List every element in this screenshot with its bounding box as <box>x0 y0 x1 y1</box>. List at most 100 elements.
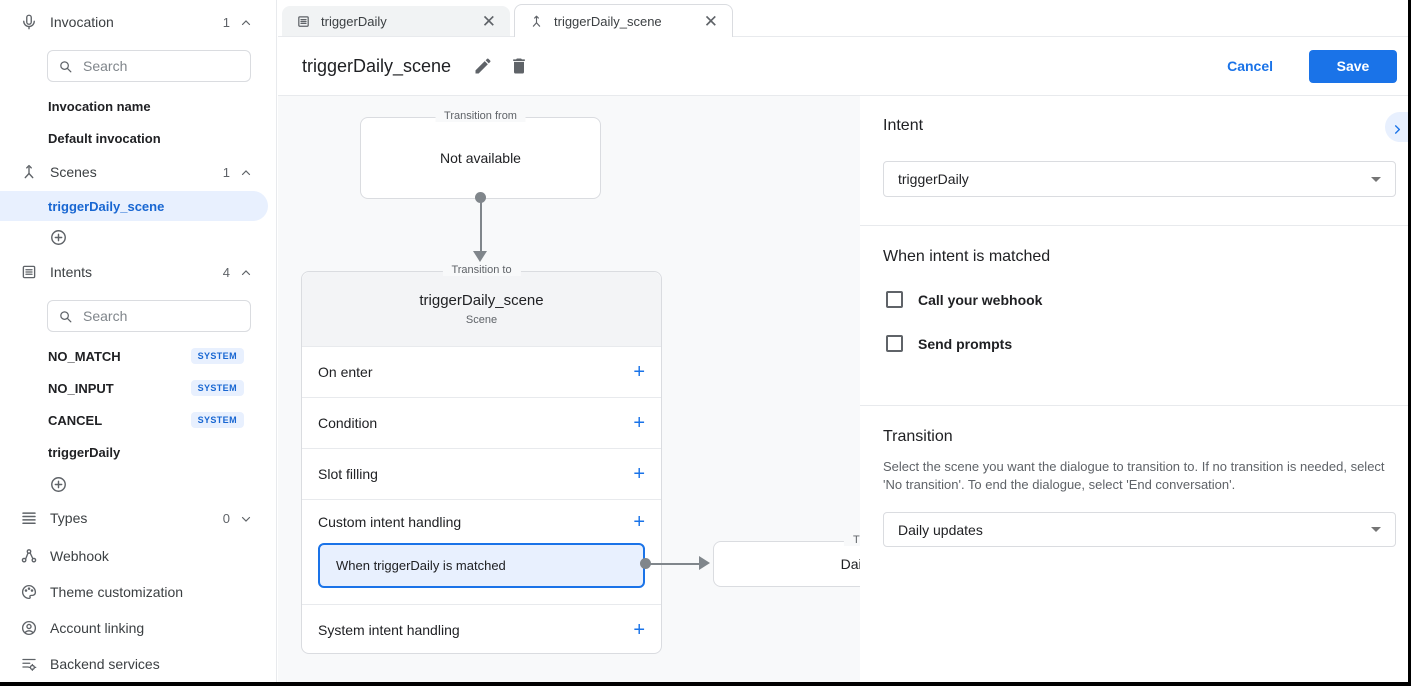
intent-label: CANCEL <box>48 412 103 428</box>
search-input[interactable] <box>83 308 233 324</box>
close-icon[interactable]: ✕ <box>703 11 718 31</box>
sidebar-item-theme-customization[interactable]: Theme customization <box>0 574 276 610</box>
link-label: Account linking <box>50 620 145 636</box>
cancel-button[interactable]: Cancel <box>1227 58 1273 74</box>
link-label: Backend services <box>50 656 160 672</box>
plus-circle-icon <box>49 228 68 247</box>
sidebar-item-intent[interactable]: NO_INPUT SYSTEM <box>0 372 276 404</box>
search-icon <box>58 59 73 74</box>
scene-row-condition: Condition + <box>302 397 661 448</box>
sidebar-section-scenes[interactable]: Scenes 1 <box>0 156 276 188</box>
link-label: Webhook <box>50 548 109 564</box>
section-count: 1 <box>222 164 230 180</box>
screen-edge <box>1408 0 1411 686</box>
invocation-search[interactable] <box>47 50 251 82</box>
types-icon <box>20 509 38 527</box>
plus-circle-icon <box>49 475 68 494</box>
add-scene-button[interactable] <box>0 221 276 253</box>
sidebar-item-invocation-name[interactable]: Invocation name <box>48 98 151 114</box>
intent-label: triggerDaily <box>48 444 121 460</box>
transition-description: Select the scene you want the dialogue t… <box>883 459 1385 492</box>
scene-row-system-intent-handling: System intent handling + <box>302 604 661 655</box>
add-slot-filling-button[interactable]: + <box>633 463 645 485</box>
sidebar-item-webhook[interactable]: Webhook <box>0 538 276 574</box>
divider <box>860 225 1411 226</box>
add-system-intent-button[interactable]: + <box>633 619 645 641</box>
sidebar-item-backend-services[interactable]: Backend services <box>0 646 276 682</box>
chevron-right-icon <box>1392 122 1403 134</box>
scene-row-on-enter: On enter + <box>302 346 661 397</box>
section-count: 1 <box>222 14 230 30</box>
call-webhook-checkbox[interactable] <box>886 291 903 308</box>
connector-dot <box>475 192 486 203</box>
transition-to-legend: Transition to <box>843 534 860 546</box>
scene-icon <box>529 14 544 29</box>
sidebar-item-account-linking[interactable]: Account linking <box>0 610 276 646</box>
chevron-up-icon[interactable] <box>240 16 252 28</box>
section-count: 4 <box>222 264 230 280</box>
scene-flow-canvas[interactable]: Transition from Not available Transition… <box>278 96 860 682</box>
add-custom-intent-button[interactable]: + <box>633 510 645 533</box>
transition-select-value: Daily updates <box>898 521 983 538</box>
link-label: Theme customization <box>50 584 184 600</box>
sidebar-section-invocation[interactable]: Invocation 1 <box>0 6 276 38</box>
intent-detail-panel: Intent triggerDaily When intent is match… <box>860 96 1411 682</box>
send-prompts-checkbox[interactable] <box>886 335 903 352</box>
tab-triggerdaily[interactable]: triggerDaily ✕ <box>282 6 510 36</box>
delete-icon[interactable] <box>509 56 529 76</box>
connector-arrowhead <box>473 251 487 262</box>
add-intent-button[interactable] <box>0 468 276 500</box>
scene-card-title: triggerDaily_scene <box>419 292 544 309</box>
intents-icon <box>20 263 38 281</box>
system-badge: SYSTEM <box>190 348 244 364</box>
sidebar-section-types[interactable]: Types 0 <box>0 502 276 534</box>
tab-label: triggerDaily_scene <box>554 13 662 29</box>
intent-icon <box>296 14 311 29</box>
section-label: Types <box>50 510 88 526</box>
intent-select[interactable]: triggerDaily <box>883 161 1396 197</box>
transition-from-content: Not available <box>440 150 521 166</box>
webhook-icon <box>20 547 38 565</box>
intent-select-value: triggerDaily <box>898 171 969 187</box>
matched-intent-item-selected[interactable]: When triggerDaily is matched <box>318 543 645 588</box>
save-button[interactable]: Save <box>1309 49 1397 83</box>
tab-label: triggerDaily <box>321 13 387 29</box>
system-badge: SYSTEM <box>190 412 244 428</box>
sidebar-item-intent[interactable]: NO_MATCH SYSTEM <box>0 340 276 372</box>
edit-icon[interactable] <box>473 56 493 76</box>
transition-select[interactable]: Daily updates <box>883 512 1396 547</box>
collapse-panel-button[interactable] <box>1385 112 1411 142</box>
chevron-down-icon[interactable] <box>240 512 252 524</box>
scene-card: Transition to triggerDaily_scene Scene O… <box>301 264 662 655</box>
section-count: 0 <box>222 510 230 526</box>
chevron-up-icon[interactable] <box>240 166 252 178</box>
palette-icon <box>20 583 38 601</box>
section-label: Intents <box>50 264 93 280</box>
sidebar-item-intent[interactable]: CANCEL SYSTEM <box>0 404 276 436</box>
section-label: Scenes <box>50 164 97 180</box>
when-intent-matched-heading: When intent is matched <box>883 248 1051 265</box>
search-icon <box>58 309 73 324</box>
sidebar-item-intent[interactable]: triggerDaily <box>0 436 276 468</box>
dropdown-caret-icon <box>1371 527 1381 532</box>
add-condition-button[interactable]: + <box>633 412 645 434</box>
sidebar-item-triggerdaily-scene-selected[interactable]: triggerDaily_scene <box>0 191 268 221</box>
section-label: Invocation <box>50 14 114 30</box>
search-input[interactable] <box>83 58 233 74</box>
connector-dot <box>640 558 651 569</box>
close-icon[interactable]: ✕ <box>481 11 496 31</box>
intent-label: NO_MATCH <box>48 348 121 364</box>
connector-arrowhead <box>699 556 710 570</box>
sidebar-item-default-invocation[interactable]: Default invocation <box>48 130 161 146</box>
chevron-up-icon[interactable] <box>240 266 252 278</box>
tab-strip: triggerDaily ✕ triggerDaily_scene ✕ <box>278 0 1411 37</box>
page-title: triggerDaily_scene <box>302 55 452 76</box>
intents-search[interactable] <box>47 300 251 332</box>
transition-target-box: Transition to Daily updates <box>713 534 860 587</box>
tab-triggerdaily-scene[interactable]: triggerDaily_scene ✕ <box>514 4 733 37</box>
scene-row-slot-filling: Slot filling + <box>302 448 661 499</box>
add-on-enter-button[interactable]: + <box>633 361 645 383</box>
sidebar-section-intents[interactable]: Intents 4 <box>0 256 276 288</box>
connector-line <box>647 562 700 565</box>
scene-card-subtitle: Scene <box>465 314 498 326</box>
